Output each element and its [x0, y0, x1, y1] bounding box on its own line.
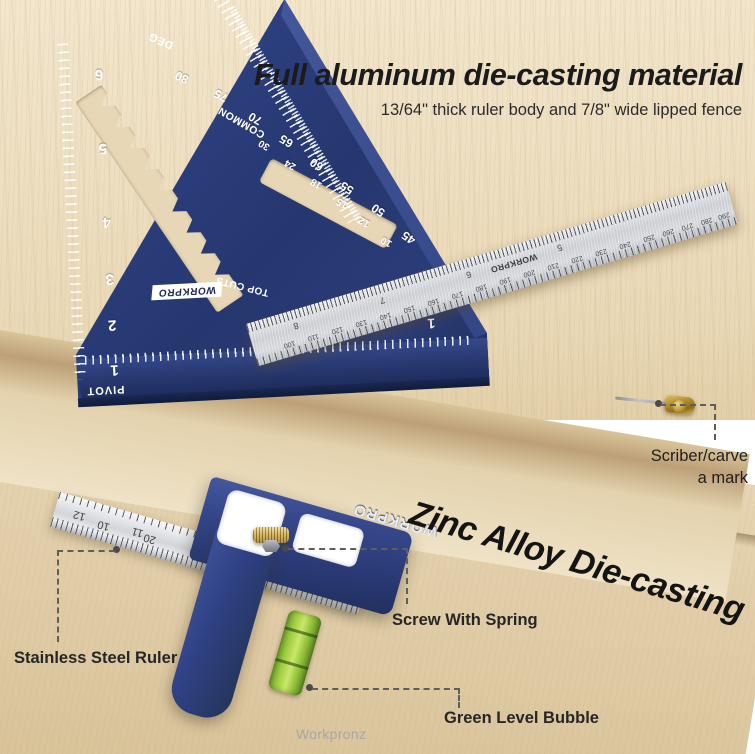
blade-imperial-label: 12 — [72, 507, 88, 523]
page-headline: Full aluminum die-casting material — [253, 58, 742, 92]
vial-ring — [284, 626, 318, 639]
speed-square-inch-number: 3 — [105, 270, 115, 289]
speed-square-inch-number: 6 — [94, 65, 104, 84]
screw-nut — [262, 540, 280, 552]
speed-square-hyp-number: 1 — [427, 315, 436, 332]
callout-scriber-line1: Scriber/carve — [650, 447, 748, 465]
vial-ring — [275, 657, 309, 671]
watermark: Workpronz — [296, 726, 367, 742]
callout-screw-with-spring: Screw With Spring — [392, 611, 538, 629]
brass-screw-with-spring — [253, 527, 289, 552]
speed-square-deg-label: DEG — [146, 29, 175, 51]
speed-square-inch-number: 4 — [102, 213, 112, 231]
callout-scriber-line2: a mark — [697, 468, 748, 487]
callout-stainless-steel-ruler: Stainless Steel Ruler — [14, 649, 178, 667]
screw-knurled-head — [253, 527, 289, 543]
callout-scriber: Scriber/carve a mark — [608, 446, 748, 490]
page-subheadline: 13/64" thick ruler body and 7/8" wide li… — [380, 101, 742, 119]
speed-square-degree-number: 80 — [172, 67, 191, 87]
callout-green-level-bubble: Green Level Bubble — [444, 709, 599, 727]
speed-square-inch-number: 1 — [109, 360, 120, 379]
speed-square-inch-number: 2 — [107, 315, 117, 334]
speed-square-inch-number: 5 — [98, 139, 108, 158]
